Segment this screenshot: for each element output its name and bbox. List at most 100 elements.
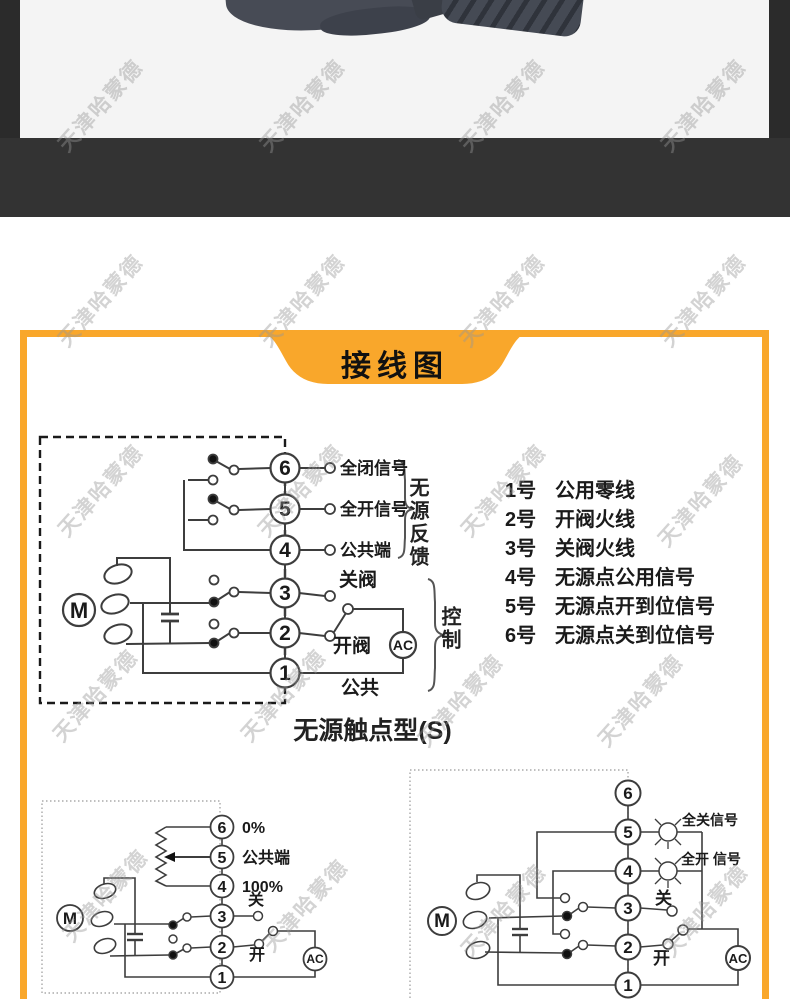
label-common-terminal: 公共端	[340, 540, 391, 560]
terminal-lug	[666, 905, 678, 917]
terminal-6	[269, 452, 301, 484]
terminal-number: 6	[218, 820, 227, 837]
terminal-lug	[267, 925, 279, 937]
label-common-terminal: 公共端	[242, 848, 290, 867]
terminal-4	[269, 534, 301, 566]
pot-wiring-diagram: 6 5 4 3 2 1 M AC 0% 公共端 100% 关 开	[41, 800, 328, 994]
motor-winding	[465, 881, 491, 901]
terminal-number: 3	[218, 909, 227, 926]
terminal-lug	[324, 630, 336, 642]
feedback-brace	[397, 459, 414, 559]
terminal-number: 5	[218, 850, 227, 867]
motor-winding	[462, 910, 488, 930]
ac-letter: AC	[393, 637, 413, 653]
common-wire	[497, 918, 616, 986]
terminal-2	[614, 933, 642, 961]
wiring-section-frame	[20, 330, 769, 999]
terminal-4	[209, 873, 235, 899]
terminal-lug	[342, 603, 354, 615]
terminal-lug	[252, 910, 264, 922]
motor-letter: M	[63, 909, 77, 928]
ac-source-icon	[725, 945, 751, 971]
photo-strip	[0, 0, 790, 138]
dotted-enclosure	[41, 800, 221, 994]
banner-tab-shape	[255, 330, 535, 384]
terminal-number: 5	[623, 823, 632, 842]
terminal-1	[209, 964, 235, 990]
legend-row: 4号无源点公用信号	[505, 567, 695, 589]
terminal-lug	[662, 938, 674, 950]
terminal-3	[209, 903, 235, 929]
terminal-3	[614, 894, 642, 922]
terminal-1	[614, 971, 642, 999]
label-close: 关	[248, 890, 264, 909]
terminal-5	[209, 844, 235, 870]
label-full-open-signal: 全开 信号	[680, 851, 741, 867]
terminal-6	[209, 814, 235, 840]
label-close: 关	[655, 888, 672, 908]
label-open: 开	[653, 949, 670, 968]
feedback-rail	[183, 480, 270, 551]
main-wiring-diagram: 6 5 4 3 2 1 M AC 全闭信号 全开信号 公共端 关阀 开阀 公共	[38, 435, 446, 705]
motor-top-wire	[116, 557, 171, 614]
motor-top-wire	[103, 877, 136, 934]
motor-icon	[61, 592, 97, 628]
terminal-number: 6	[623, 784, 632, 803]
dark-separator-band	[0, 138, 790, 217]
ac-source-icon	[388, 630, 418, 660]
terminal-number: 3	[279, 582, 291, 605]
motor-bottom-wire	[125, 642, 211, 645]
label-full-open-signal: 全开信号	[339, 499, 408, 519]
terminal-lug	[677, 924, 689, 936]
legend-row: 6号无源点关到位信号	[505, 625, 715, 647]
terminal-5	[614, 818, 642, 846]
dotted-enclosure	[409, 769, 629, 999]
product-photo	[20, 0, 769, 138]
motor-winding	[93, 882, 117, 900]
ac-letter: AC	[306, 952, 324, 966]
ac-switch-blade	[671, 932, 681, 941]
terminal-number: 1	[623, 976, 632, 995]
motor-top-wire	[476, 874, 521, 929]
banner-tab-path	[255, 330, 535, 384]
ac-letter: AC	[729, 951, 748, 966]
switch-pivot-dot	[207, 493, 219, 505]
terminal-5	[269, 493, 301, 525]
lamp-rays	[654, 818, 682, 888]
switch-pivot-dot	[208, 596, 220, 608]
common-wire	[142, 603, 271, 674]
terminal-lug	[324, 462, 336, 474]
legend-row: 5号无源点开到位信号	[505, 596, 715, 618]
motor-icon	[56, 904, 84, 932]
ac-switch-blade	[333, 612, 347, 633]
wiper-arrow-head	[164, 852, 175, 862]
terminal-4	[614, 857, 642, 885]
label-close-valve: 关阀	[339, 568, 377, 591]
terminal-number: 4	[279, 539, 291, 562]
label-hundred-percent: 100%	[242, 879, 283, 896]
label-passive-feedback: 无源反馈	[406, 477, 428, 569]
label-open-valve: 开阀	[333, 634, 371, 657]
legend-row: 2号开阀火线	[505, 509, 635, 531]
terminal-number: 6	[279, 457, 291, 480]
lamp-wiring-diagram: 6 5 4 3 2 1 M AC 全关信号 全开 信号 关 开	[409, 769, 751, 999]
terminal-number: 4	[218, 879, 227, 896]
common-wire	[124, 924, 211, 978]
terminal-2	[269, 617, 301, 649]
motor-bottom-wire	[484, 951, 564, 954]
terminal-lug	[324, 544, 336, 556]
motor-winding	[103, 563, 133, 585]
switch-pivot-dot	[168, 920, 178, 930]
lamp-icon	[658, 861, 678, 881]
label-control: 控制	[438, 606, 460, 652]
terminal-number: 2	[279, 622, 291, 645]
lamp-icon	[658, 822, 678, 842]
switch-pivot-dot	[208, 637, 220, 649]
switch-pivot-dot	[561, 948, 573, 960]
label-open: 开	[249, 946, 265, 964]
motor-bottom-wire	[109, 954, 170, 957]
terminal-1	[269, 657, 301, 689]
section-title: 接线图	[341, 350, 449, 383]
actuator-ribbed-shape	[439, 0, 591, 39]
